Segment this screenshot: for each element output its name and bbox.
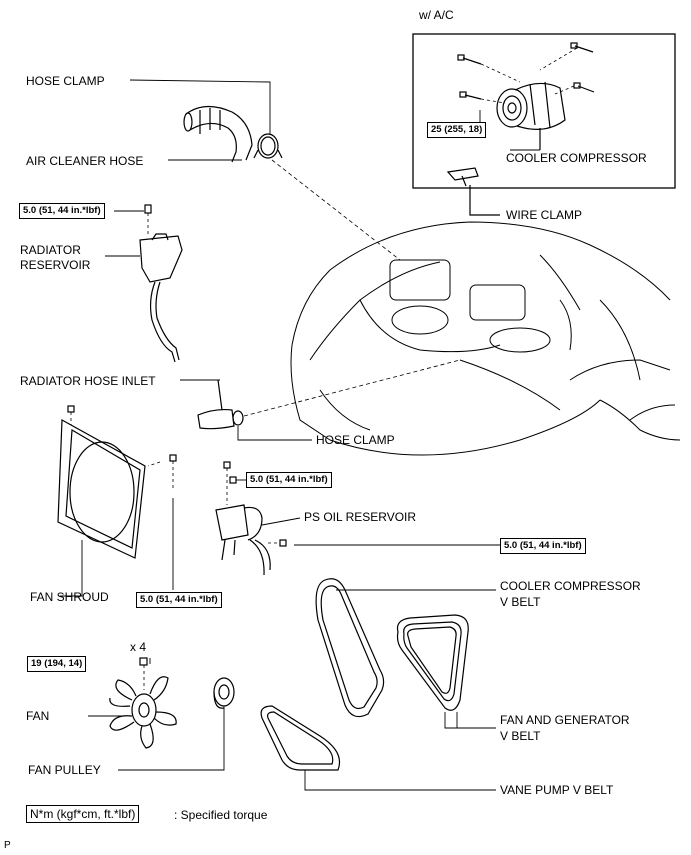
fan-shroud-drawing: [57, 405, 177, 559]
wire-clamp-drawing: [446, 167, 500, 216]
fan-pulley-drawing: [213, 677, 235, 709]
hose-clamp-top-label: HOSE CLAMP: [26, 74, 105, 88]
compressor-bolts: [457, 42, 595, 100]
wire-clamp-label: WIRE CLAMP: [506, 208, 583, 222]
fan-generator-v-belt-drawing: [396, 614, 469, 711]
ac-inset-frame: [412, 33, 676, 189]
cooler-compressor-belt-label-line1: COOLER COMPRESSOR: [500, 579, 641, 593]
ps-oil-reservoir-drawing: [215, 461, 287, 576]
torque-legend-box: N*m (kgf*cm, ft.*lbf): [26, 805, 140, 823]
quantity-label: x 4: [130, 640, 147, 654]
fan-pulley-label: FAN PULLEY: [28, 763, 101, 777]
compressor-assembly-lines: [480, 47, 578, 104]
hose-clamp-mid-label: HOSE CLAMP: [316, 433, 395, 447]
air-cleaner-hose-label: AIR CLEANER HOSE: [26, 154, 144, 168]
radiator-reservoir-label-line2: RESERVOIR: [20, 258, 91, 272]
ac-variant-label: w/ A/C: [419, 8, 454, 22]
leader-lines: [60, 79, 540, 791]
fan-shroud-label: FAN SHROUD: [30, 590, 109, 604]
torque-reservoir-bolt: 5.0 (51, 44 in.*lbf): [19, 203, 105, 219]
radiator-hose-inlet-drawing: [197, 379, 244, 430]
hose-clamp-top-drawing: [253, 133, 283, 159]
fan-label: FAN: [26, 709, 50, 723]
radiator-reservoir-drawing: [139, 204, 183, 363]
engine-bay-drawing: [290, 221, 681, 456]
cooler-compressor-belt-label-line2: V BELT: [500, 595, 541, 609]
fan-drawing: [109, 657, 177, 749]
torque-compressor-bolt: 25 (255, 18): [427, 122, 487, 138]
torque-legend-description: : Specified torque: [174, 808, 268, 822]
fan-generator-belt-label-line2: V BELT: [500, 729, 541, 743]
cooler-compressor-v-belt-drawing: [315, 578, 385, 718]
vane-pump-belt-label: VANE PUMP V BELT: [500, 783, 614, 797]
corner-mark: P: [4, 840, 11, 851]
torque-fan-nut: 19 (194, 14): [27, 656, 87, 672]
cooler-compressor-label: COOLER COMPRESSOR: [506, 151, 647, 165]
torque-ps-side-bolt: 5.0 (51, 44 in.*lbf): [500, 538, 586, 554]
torque-ps-bracket-bolt: 5.0 (51, 44 in.*lbf): [246, 472, 332, 488]
torque-shroud-bolt: 5.0 (51, 44 in.*lbf): [136, 592, 222, 608]
radiator-hose-inlet-label: RADIATOR HOSE INLET: [20, 374, 156, 388]
radiator-reservoir-label-line1: RADIATOR: [20, 243, 81, 257]
ps-oil-reservoir-label: PS OIL RESERVOIR: [304, 510, 417, 524]
air-cleaner-hose-drawing: [183, 105, 253, 163]
cooler-compressor-drawing: [496, 81, 566, 150]
fan-generator-belt-label-line1: FAN AND GENERATOR: [500, 713, 630, 727]
vane-pump-v-belt-drawing: [260, 705, 341, 771]
